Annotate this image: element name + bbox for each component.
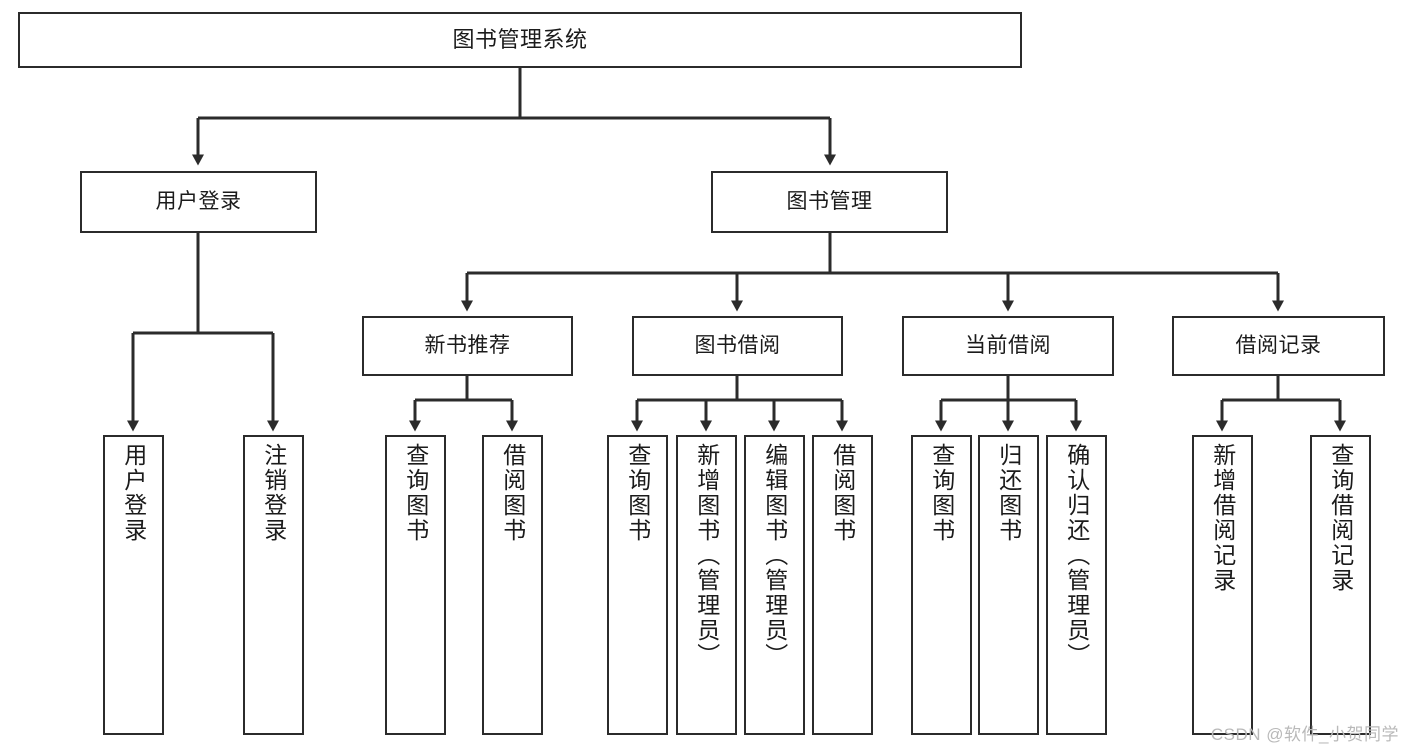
node-group-current-borrow[interactable]: 当前借阅: [902, 316, 1114, 376]
node-label: 图书借阅: [694, 333, 781, 357]
node-label: 归还图书: [995, 443, 1022, 543]
node-leaf-edit-book-admin[interactable]: 编辑图书（管理员）: [744, 435, 805, 735]
node-label: 查询借阅记录: [1327, 443, 1354, 593]
node-label: 查询图书: [402, 443, 429, 543]
node-label: 借阅图书: [499, 443, 526, 543]
node-leaf-return-book[interactable]: 归还图书: [978, 435, 1039, 735]
node-leaf-borrow-book-recommend[interactable]: 借阅图书: [482, 435, 543, 735]
node-leaf-confirm-return-admin[interactable]: 确认归还（管理员）: [1046, 435, 1107, 735]
node-leaf-query-book-borrow[interactable]: 查询图书: [607, 435, 668, 735]
watermark: CSDN @软件_小贺同学: [1210, 725, 1399, 744]
node-label: 借阅图书: [829, 443, 856, 543]
node-leaf-query-book-recommend[interactable]: 查询图书: [385, 435, 446, 735]
node-label: 用户登录: [120, 443, 147, 543]
node-label: 图书管理: [786, 189, 873, 213]
node-group-book-borrow[interactable]: 图书借阅: [632, 316, 843, 376]
node-label: 图书管理系统: [452, 27, 588, 53]
node-leaf-query-borrow-record[interactable]: 查询借阅记录: [1310, 435, 1371, 735]
node-label: 用户登录: [155, 189, 242, 213]
node-label: 新书推荐: [424, 333, 511, 357]
node-leaf-add-book-admin[interactable]: 新增图书（管理员）: [676, 435, 737, 735]
node-label: 新增借阅记录: [1209, 443, 1236, 593]
node-label: 当前借阅: [965, 333, 1051, 357]
node-branch-user-login[interactable]: 用户登录: [80, 171, 317, 233]
node-label: 确认归还（管理员）: [1063, 443, 1090, 668]
node-leaf-add-borrow-record[interactable]: 新增借阅记录: [1192, 435, 1253, 735]
node-label: 查询图书: [928, 443, 955, 543]
node-leaf-query-book-current[interactable]: 查询图书: [911, 435, 972, 735]
node-leaf-user-login[interactable]: 用户登录: [103, 435, 164, 735]
node-root-system[interactable]: 图书管理系统: [18, 12, 1022, 68]
node-label: 编辑图书（管理员）: [761, 443, 788, 668]
node-label: 注销登录: [260, 443, 287, 543]
node-leaf-logout[interactable]: 注销登录: [243, 435, 304, 735]
node-leaf-borrow-book[interactable]: 借阅图书: [812, 435, 873, 735]
node-group-new-book-recommend[interactable]: 新书推荐: [362, 316, 573, 376]
node-label: 借阅记录: [1235, 333, 1322, 357]
node-label: 新增图书（管理员）: [693, 443, 720, 668]
node-branch-book-management[interactable]: 图书管理: [711, 171, 948, 233]
node-label: 查询图书: [624, 443, 651, 543]
node-group-borrow-record[interactable]: 借阅记录: [1172, 316, 1385, 376]
